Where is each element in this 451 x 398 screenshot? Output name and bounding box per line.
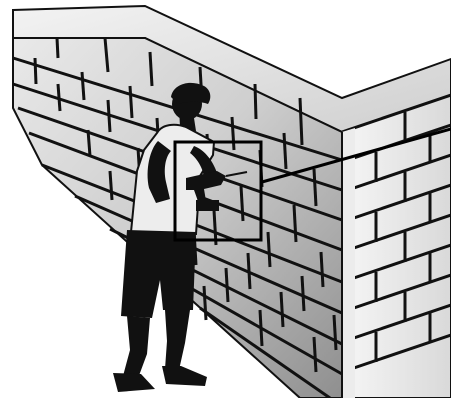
person-left-shoe [113,373,155,392]
wall-corner-shadow [342,128,355,398]
person-left-arm [147,141,171,203]
drill-bit [225,171,248,177]
person-shorts [121,230,196,318]
person [113,82,218,392]
person-right-leg [165,310,190,370]
person-hair [171,82,211,104]
person-right-shoe [162,366,207,386]
drill-battery [196,200,219,211]
mortar-joints-right [374,112,432,362]
cordless-drill [186,171,248,211]
person-left-leg [123,316,150,381]
highlight-box [173,140,263,242]
callout-leader-line [261,127,451,184]
mortar-lines-right [341,93,451,374]
drill-body [186,171,226,204]
